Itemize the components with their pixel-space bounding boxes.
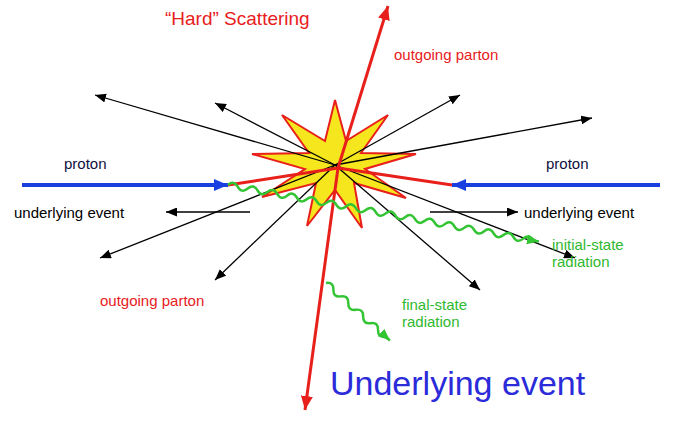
caption: Underlying event xyxy=(330,364,585,403)
beam-label: proton xyxy=(64,155,107,172)
event-label: underlying event xyxy=(524,204,634,221)
parton-line xyxy=(228,168,338,185)
parton-label: outgoing parton xyxy=(100,292,204,309)
parton-line xyxy=(338,168,452,185)
proton-beam xyxy=(452,183,660,187)
proton-beam xyxy=(22,183,228,187)
outgoing-parton-arrow xyxy=(338,6,388,168)
radiation-label: initial-state radiation xyxy=(552,236,670,271)
parton-label: outgoing parton xyxy=(394,46,498,63)
process-title: “Hard” Scattering xyxy=(165,8,310,30)
event-label: underlying event xyxy=(14,204,124,221)
radiation-label: final-state radiation xyxy=(402,296,502,331)
radiation-wave xyxy=(227,182,539,244)
spray-arrows xyxy=(95,95,592,290)
beam-label: proton xyxy=(546,155,589,172)
radiation-wave xyxy=(324,281,392,343)
